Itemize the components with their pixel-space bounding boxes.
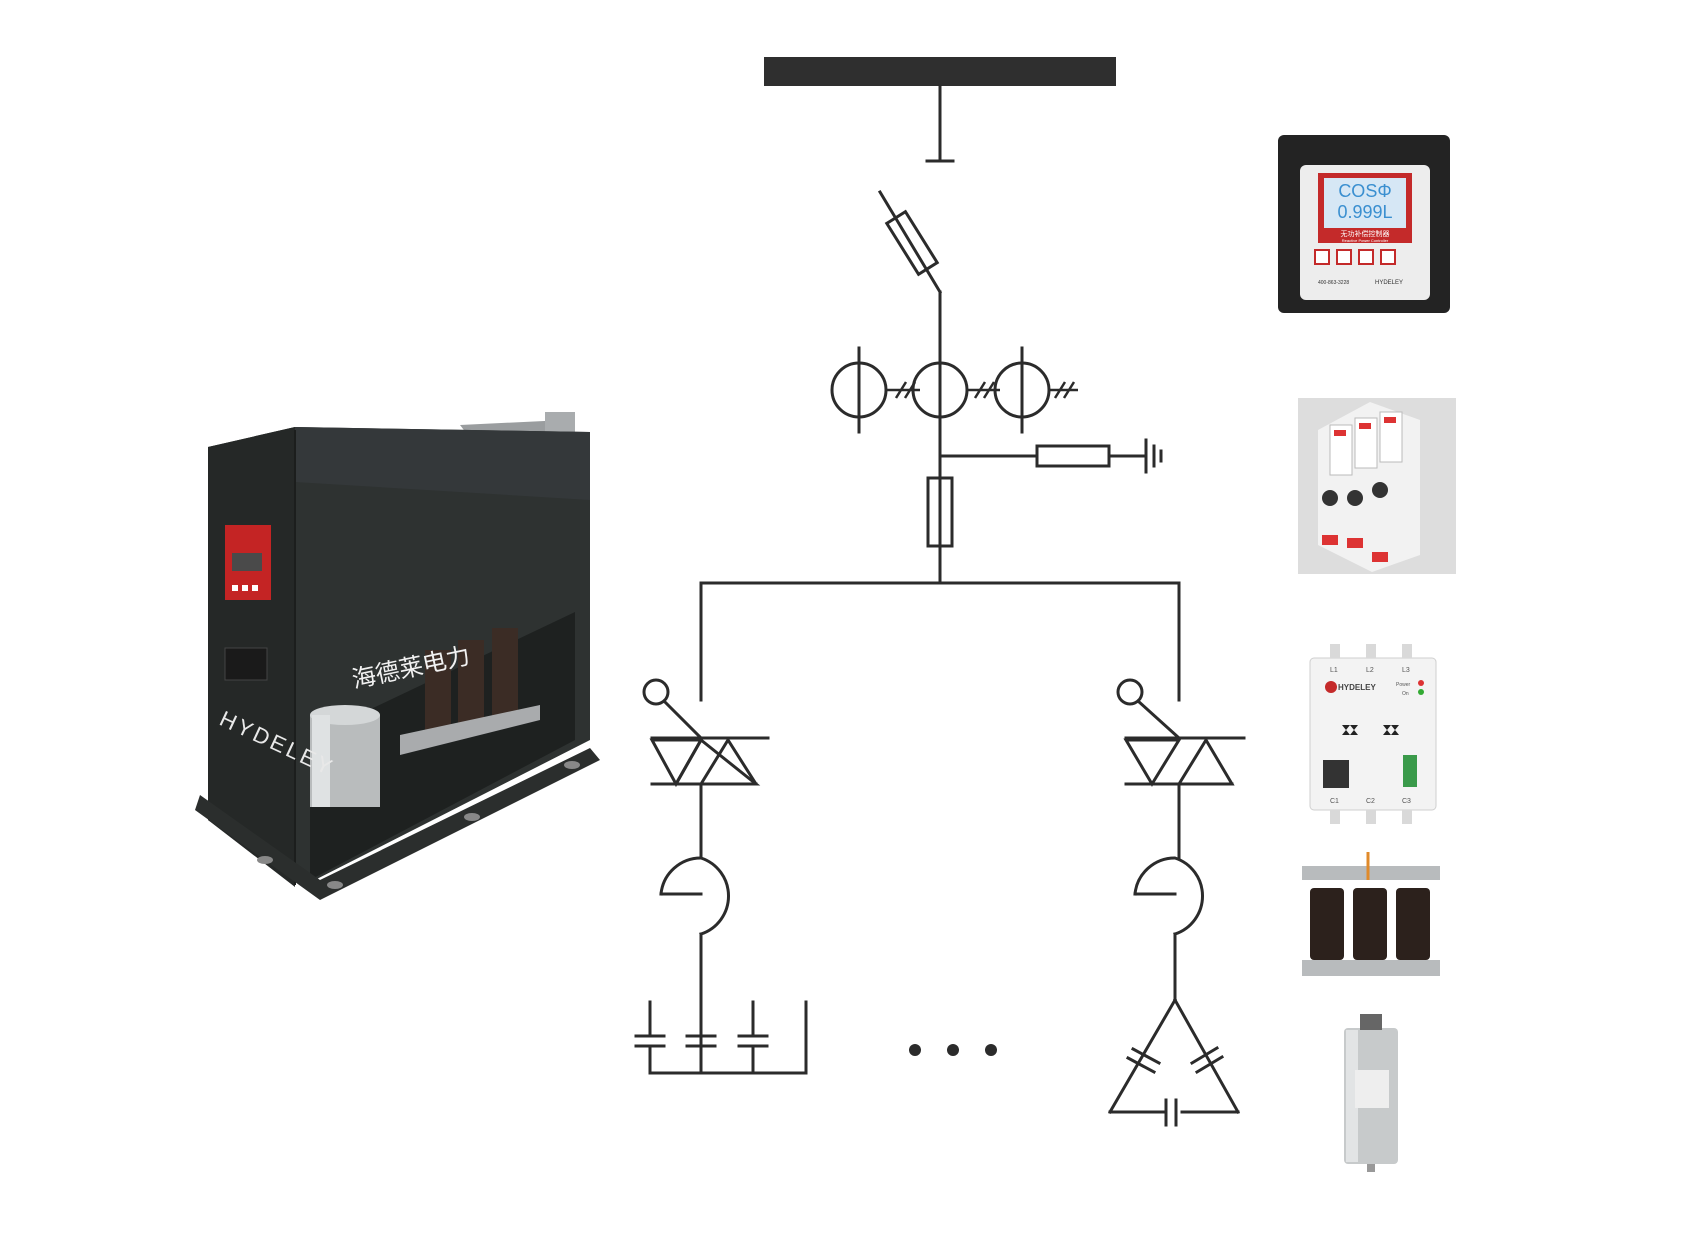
reactor-left [659, 856, 731, 1075]
switch-indicator-on: On [1402, 691, 1409, 697]
busbar-drop [925, 84, 955, 163]
compensation-cabinet [195, 412, 600, 900]
reactive-power-controller [1278, 135, 1450, 313]
switch-terminal-l2: L2 [1366, 667, 1374, 674]
harmonic-reactor [1302, 852, 1440, 976]
fuse-disconnector [877, 189, 943, 585]
switch-terminal-c1: C1 [1330, 798, 1339, 805]
capacitor-bank-delta [1107, 997, 1241, 1127]
controller-brand: HYDELEY [1375, 280, 1403, 286]
switch-terminal-c2: C2 [1366, 798, 1375, 805]
controller-phone: 400-863-3228 [1318, 280, 1349, 286]
thyristor-switch-module [1309, 644, 1437, 824]
controller-subtitle-en: Reactive Power Controller [1342, 238, 1389, 243]
switch-brand: HYDELEY [1338, 683, 1376, 692]
controller-label: COSΦ [1338, 181, 1391, 201]
fuse-holders [1298, 398, 1456, 574]
switch-terminal-l1: L1 [1330, 667, 1338, 674]
controller-subtitle-cn: 无功补偿控制器 [1341, 229, 1390, 238]
busbar [764, 57, 1116, 86]
thyristor-switch-right [1116, 678, 1246, 860]
main-fuse [926, 476, 954, 548]
power-capacitor [1344, 1014, 1398, 1172]
continuation-dots [909, 1044, 997, 1056]
capacitor-bank-star [634, 1000, 808, 1075]
switch-indicator-power: Power [1396, 682, 1411, 688]
branch-bus [699, 581, 1181, 702]
surge-arrester [938, 438, 1163, 474]
thyristor-switch-left [642, 678, 770, 860]
controller-value: 0.999L [1337, 202, 1392, 222]
switch-terminal-l3: L3 [1402, 667, 1410, 674]
current-transformers [830, 346, 1078, 434]
switch-terminal-c3: C3 [1402, 798, 1411, 805]
reactor-right [1133, 856, 1205, 1002]
